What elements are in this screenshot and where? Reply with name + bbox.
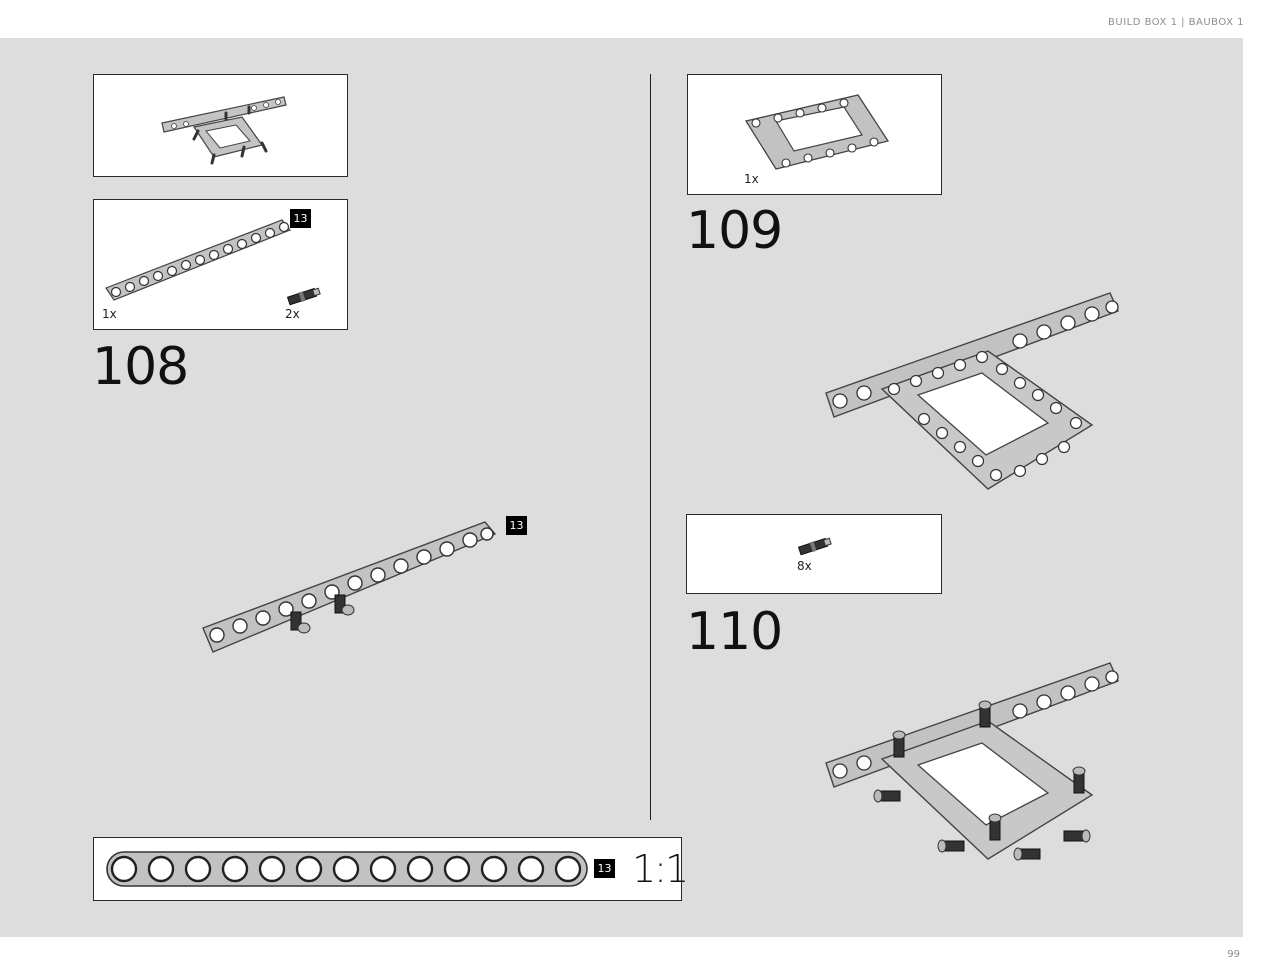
step-number-109: 109 xyxy=(686,201,783,261)
pin-icon xyxy=(879,790,901,802)
pin-quantity-label: 8x xyxy=(797,559,812,573)
pin-icon xyxy=(290,611,311,634)
step-108-parts-panel: 13 1x 2x xyxy=(93,199,348,330)
assembly-length-badge: 13 xyxy=(506,516,527,535)
step-number-110: 110 xyxy=(686,602,783,662)
page-number: 99 xyxy=(1227,949,1240,960)
frame-part-icon xyxy=(744,94,890,170)
pin-icon xyxy=(943,840,965,852)
scale-ratio-label: 1:1 xyxy=(632,847,689,891)
beam-13-part-icon xyxy=(105,219,291,301)
previous-assembly-panel xyxy=(93,74,348,177)
scale-reference-panel: 13 1:1 xyxy=(93,837,689,901)
scale-length-badge: 13 xyxy=(594,859,615,878)
previous-assembly-illustration xyxy=(161,96,287,165)
pin-icon xyxy=(334,594,355,616)
step-110-parts-panel: 8x xyxy=(686,514,942,594)
pin-icon xyxy=(1063,830,1085,842)
frame-quantity-label: 1x xyxy=(744,172,759,186)
step-109-assembly-illustration xyxy=(825,292,1119,490)
pin-icon xyxy=(1073,772,1085,794)
pin-part-icon xyxy=(286,287,321,306)
part-length-badge: 13 xyxy=(290,209,311,228)
pin-icon xyxy=(1019,848,1041,860)
step-number-108: 108 xyxy=(92,337,189,397)
pin-icon xyxy=(989,819,1001,841)
step-110-assembly-illustration xyxy=(825,662,1119,861)
pin-icon xyxy=(893,736,905,758)
step-109-parts-panel: 1x xyxy=(687,74,942,195)
beam-quantity-label: 1x xyxy=(102,307,117,321)
pin-quantity-label: 2x xyxy=(285,307,300,321)
beam-13-scale-illustration xyxy=(106,851,588,887)
pin-icon xyxy=(979,706,991,728)
pin-part-icon xyxy=(797,537,832,556)
step-108-assembly-illustration xyxy=(202,521,497,653)
column-divider xyxy=(650,74,651,820)
build-box-header: BUILD BOX 1 | BAUBOX 1 xyxy=(1108,17,1244,28)
